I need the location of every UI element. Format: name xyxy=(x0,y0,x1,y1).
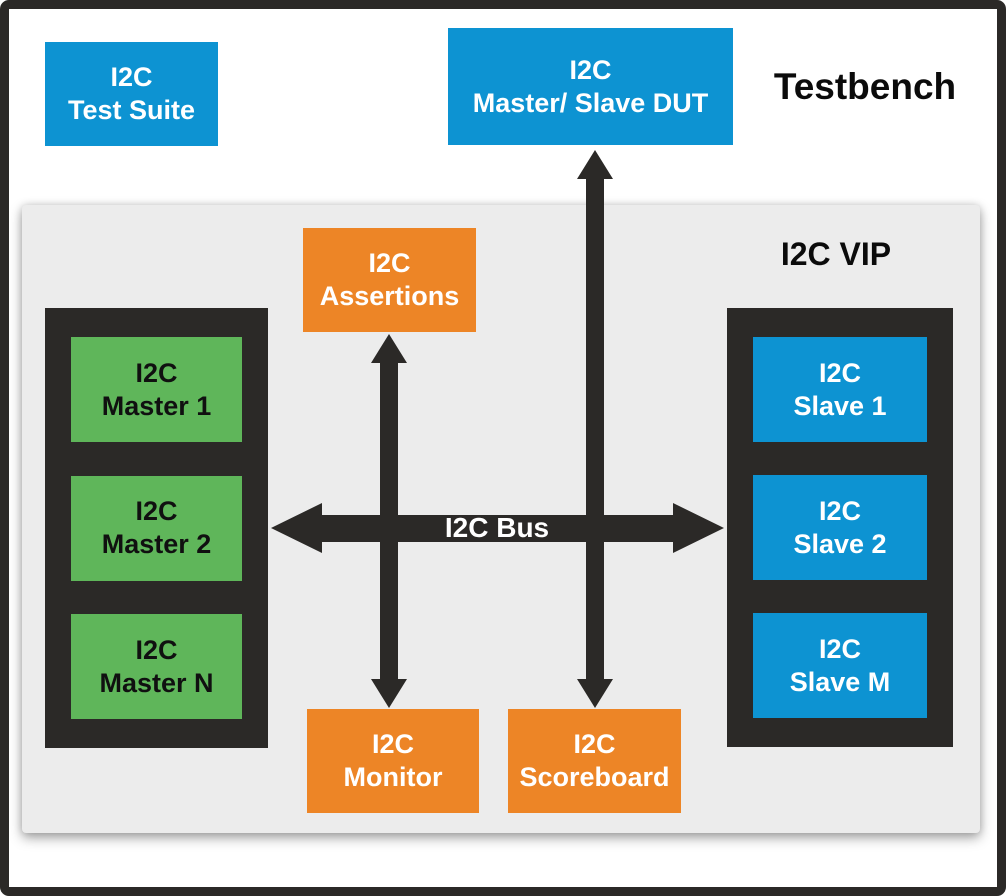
slave-2-label-line2: Slave 2 xyxy=(793,528,887,559)
dut-scoreboard-arrow xyxy=(577,150,613,708)
slave-box-1: I2C Slave 1 xyxy=(753,337,927,442)
slaves-container: I2C Slave 1 I2C Slave 2 I2C Slave M xyxy=(727,308,953,747)
master-box-2: I2C Master 2 xyxy=(71,475,242,581)
master-2-label-line2: Master 2 xyxy=(101,529,212,559)
slave-box-2: I2C Slave 2 xyxy=(753,475,927,580)
test-suite-box: I2C Test Suite xyxy=(45,42,218,146)
master-2-label-line1: I2C xyxy=(135,496,178,526)
master-box-n: I2C Master N xyxy=(71,614,242,719)
assertions-label-line2: Assertions xyxy=(319,281,460,311)
monitor-box: I2C Monitor xyxy=(307,709,479,813)
master-1-label-line1: I2C xyxy=(135,357,178,388)
scoreboard-label-line2: Scoreboard xyxy=(519,762,670,792)
assertions-label-line1: I2C xyxy=(368,248,411,278)
scoreboard-box: I2C Scoreboard xyxy=(508,709,681,813)
assertions-monitor-arrow xyxy=(371,334,407,708)
slave-box-m: I2C Slave M xyxy=(753,613,927,718)
dut-label-line1: I2C xyxy=(569,54,612,85)
dut-box: I2C Master/ Slave DUT xyxy=(448,28,733,145)
dut-label-line2: Master/ Slave DUT xyxy=(472,87,709,118)
testbench-title: Testbench xyxy=(773,66,957,107)
slave-1-label-line1: I2C xyxy=(818,357,862,388)
slave-m-label-line2: Slave M xyxy=(789,666,891,697)
assertions-box: I2C Assertions xyxy=(303,228,476,332)
slave-2-label-line1: I2C xyxy=(818,495,862,526)
masters-container: I2C Master 1 I2C Master 2 I2C Master N xyxy=(45,308,268,748)
test-suite-label-line2: Test Suite xyxy=(67,95,196,125)
monitor-label-line1: I2C xyxy=(371,729,415,759)
master-n-label-line2: Master N xyxy=(99,667,214,698)
slave-m-label-line1: I2C xyxy=(818,633,862,664)
test-suite-label-line1: I2C xyxy=(110,62,153,92)
master-1-label-line2: Master 1 xyxy=(101,390,212,421)
master-box-1: I2C Master 1 xyxy=(71,337,242,442)
i2c-bus-label: I2C Bus xyxy=(444,512,550,543)
slave-1-label-line2: Slave 1 xyxy=(793,390,887,421)
monitor-label-line2: Monitor xyxy=(343,762,443,792)
scoreboard-label-line1: I2C xyxy=(573,729,616,759)
vip-label: I2C VIP xyxy=(780,236,892,272)
master-n-label-line1: I2C xyxy=(135,634,178,665)
